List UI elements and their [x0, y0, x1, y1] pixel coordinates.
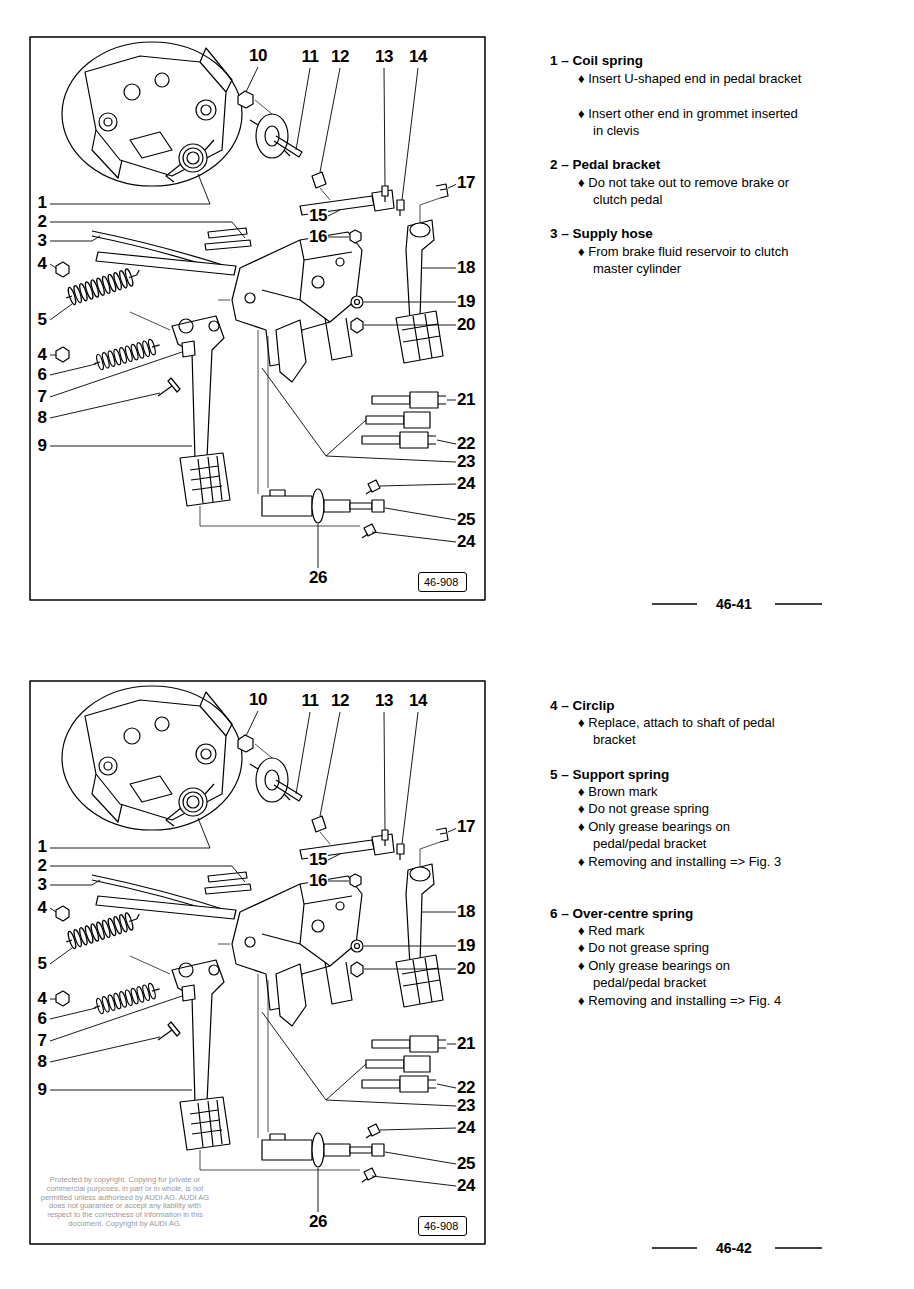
- illustration-part: [775, 603, 822, 605]
- instruction-note: ♦ Insert U-shaped end in pedal bracket: [578, 70, 808, 87]
- page-number-rule: [652, 604, 822, 1248]
- callout-number: 24: [456, 533, 476, 551]
- callout-number: 6: [37, 366, 48, 384]
- callout-number: 22: [456, 435, 476, 453]
- callout-number: 23: [456, 453, 476, 471]
- callout-number: 6: [37, 1010, 48, 1028]
- callout-number: 19: [456, 293, 476, 311]
- callout-number: 11: [301, 48, 320, 66]
- page-number: 46-42: [716, 1240, 752, 1256]
- instruction-note: ♦ Do not grease spring: [578, 800, 808, 817]
- callout-number: 3: [37, 232, 48, 250]
- figure-number-box: 46-908: [418, 572, 467, 592]
- callout-number: 10: [248, 691, 268, 709]
- callout-number: 5: [37, 955, 48, 973]
- callout-number: 21: [456, 391, 476, 409]
- callout-number: 12: [330, 48, 350, 66]
- callout-number: 13: [374, 48, 394, 66]
- instruction-note: ♦ Brown mark: [578, 783, 808, 800]
- callout-number: 25: [456, 511, 476, 529]
- callout-number: 2: [37, 857, 48, 875]
- exploded-view: [30, 681, 485, 1244]
- callout-number: 24: [456, 1177, 476, 1195]
- callout-number: 4: [37, 899, 48, 917]
- callout-number: 9: [37, 1081, 48, 1099]
- callout-number: 26: [308, 569, 328, 587]
- callout-number: 16: [308, 228, 328, 246]
- callout-number: 22: [456, 1079, 476, 1097]
- callout-number: 16: [308, 872, 328, 890]
- callout-number: 24: [456, 1119, 476, 1137]
- part-heading: 2 – Pedal bracket: [550, 156, 660, 173]
- instruction-note: ♦ Do not grease spring: [578, 939, 808, 956]
- callout-number: 8: [37, 409, 48, 427]
- part-heading: 3 – Supply hose: [550, 225, 653, 242]
- callout-number: 23: [456, 1097, 476, 1115]
- page-number: 46-41: [716, 596, 752, 612]
- callout-number: 17: [456, 174, 476, 192]
- callout-number: 2: [37, 213, 48, 231]
- callout-number: 3: [37, 876, 48, 894]
- callout-number: 18: [456, 259, 476, 277]
- instruction-note: ♦ Removing and installing => Fig. 4: [578, 992, 788, 1009]
- callout-number: 17: [456, 818, 476, 836]
- callout-number: 7: [37, 1032, 48, 1050]
- callout-number: 19: [456, 937, 476, 955]
- callout-number: 1: [37, 838, 48, 856]
- instruction-note: ♦ From brake fluid reservoir to clutch m…: [578, 243, 808, 277]
- callout-number: 8: [37, 1053, 48, 1071]
- callout-number: 11: [301, 692, 320, 710]
- figure-number: 46-908: [419, 1217, 466, 1235]
- figure-number-box: 46-908: [418, 1216, 467, 1236]
- callout-number: 14: [408, 48, 428, 66]
- instruction-note: ♦ Red mark: [578, 922, 808, 939]
- instruction-note: ♦ Removing and installing => Fig. 3: [578, 853, 788, 870]
- callout-number: 10: [248, 47, 268, 65]
- exploded-view: [30, 37, 485, 600]
- watermark-text: Protected by copyright. Copying for priv…: [40, 1176, 210, 1229]
- instruction-note: ♦ Only grease bearings on pedal/pedal br…: [578, 957, 798, 991]
- instruction-note: ♦ Do not take out to remove brake or clu…: [578, 174, 791, 208]
- callout-number: 26: [308, 1213, 328, 1231]
- callout-number: 4: [37, 990, 48, 1008]
- callout-number: 4: [37, 255, 48, 273]
- instruction-note: ♦ Insert other end in grommet inserted i…: [578, 105, 808, 139]
- instruction-note: ♦ Only grease bearings on pedal/pedal br…: [578, 818, 798, 852]
- callout-number: 18: [456, 903, 476, 921]
- callout-number: 5: [37, 311, 48, 329]
- callout-number: 25: [456, 1155, 476, 1173]
- callout-number: 20: [456, 316, 476, 334]
- instruction-note: ♦ Replace, attach to shaft of pedal brac…: [578, 714, 798, 748]
- callout-number: 12: [330, 692, 350, 710]
- part-heading: 6 – Over-centre spring: [550, 905, 693, 922]
- callout-number: 13: [374, 692, 394, 710]
- callout-number: 1: [37, 194, 48, 212]
- part-heading: 5 – Support spring: [550, 766, 669, 783]
- callout-number: 9: [37, 437, 48, 455]
- callout-number: 15: [308, 851, 328, 869]
- callout-number: 14: [408, 692, 428, 710]
- callout-number: 4: [37, 346, 48, 364]
- illustration-part: [652, 603, 697, 605]
- illustration-part: [652, 1247, 697, 1249]
- callout-number: 20: [456, 960, 476, 978]
- part-heading: 4 – Circlip: [550, 697, 615, 714]
- callout-number: 7: [37, 388, 48, 406]
- callout-number: 15: [308, 207, 328, 225]
- part-heading: 1 – Coil spring: [550, 52, 643, 69]
- figure-number: 46-908: [419, 573, 466, 591]
- callout-number: 21: [456, 1035, 476, 1053]
- callout-number: 24: [456, 475, 476, 493]
- illustration-part: [775, 1247, 822, 1249]
